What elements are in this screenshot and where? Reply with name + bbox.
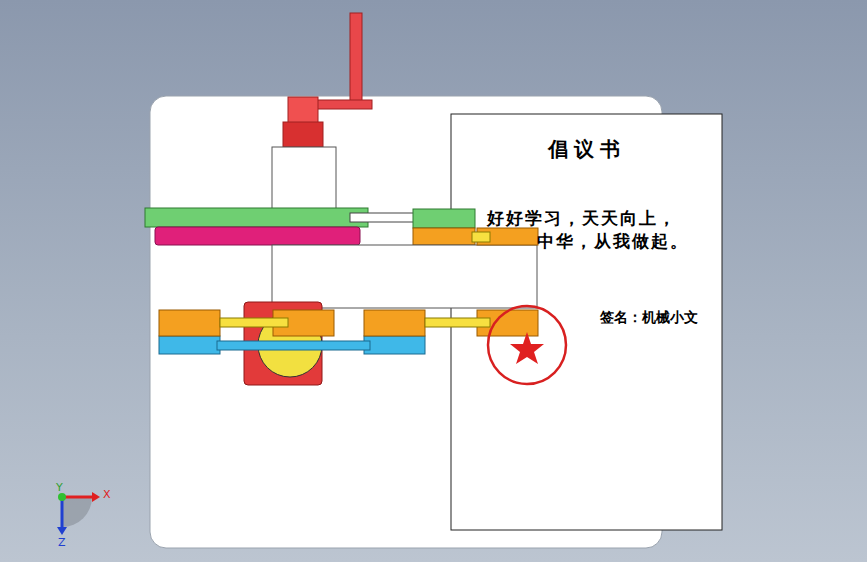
axis-label: Z xyxy=(58,536,66,549)
shaft-block xyxy=(272,147,336,210)
orange-gear xyxy=(413,228,475,245)
z-axis xyxy=(61,497,64,527)
paper-sheet xyxy=(451,114,722,530)
slider-rod xyxy=(350,213,414,222)
axis-shade xyxy=(62,497,92,527)
frame-block xyxy=(272,245,537,308)
crank-hub xyxy=(288,97,318,123)
seal-stamp xyxy=(488,306,566,384)
x-axis xyxy=(62,496,92,499)
axis-label: X xyxy=(103,488,111,501)
paper-title: 倡议书 xyxy=(548,136,626,163)
yellow-link xyxy=(472,232,490,242)
paper-text: 签名：机械小文 xyxy=(600,309,698,327)
orange-gear xyxy=(159,310,220,336)
magenta-disk xyxy=(155,227,360,245)
crank-handle xyxy=(350,13,362,105)
yellow-link xyxy=(220,318,288,327)
y-axis-dot xyxy=(58,493,66,501)
blue-gear xyxy=(364,336,425,354)
axis-label: Y xyxy=(56,481,63,494)
small-green-gear xyxy=(413,209,475,228)
blue-gear xyxy=(159,336,220,354)
x-arrowhead xyxy=(92,492,100,502)
blue-link xyxy=(217,341,370,350)
crank-arm xyxy=(316,100,372,109)
crank-base xyxy=(283,122,323,147)
paper-text: 中华，从我做起。 xyxy=(537,230,689,253)
green-disk xyxy=(145,208,368,227)
z-arrowhead xyxy=(57,527,67,535)
orange-gear xyxy=(364,310,425,336)
yellow-link xyxy=(425,318,490,327)
paper-text: 好好学习，天天向上， xyxy=(487,207,677,230)
proposal-paper: 倡议书好好学习，天天向上，中华，从我做起。签名：机械小文 xyxy=(451,114,722,530)
seal-star xyxy=(510,332,544,364)
